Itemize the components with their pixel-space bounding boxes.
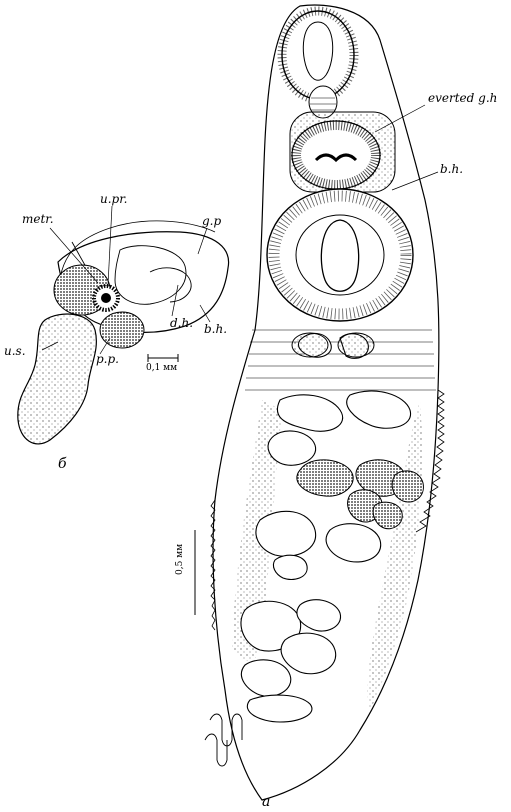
ventral-sucker: [266, 188, 414, 322]
label-us: u.s.: [4, 344, 26, 358]
label-bh-b: b.h.: [204, 322, 228, 336]
panel-label-a: a: [262, 794, 271, 810]
panel-label-b: б: [58, 456, 67, 472]
stippled-gland-right: [99, 311, 145, 349]
label-upr: u.pr.: [100, 192, 128, 206]
excretory-bladder: [204, 713, 243, 767]
pharynx: [308, 85, 338, 119]
tegument-spines: [210, 389, 445, 631]
worm-body: [212, 4, 440, 801]
label-bh-a: b.h.: [440, 162, 464, 176]
scale-label-a: 0,5 мм: [175, 543, 185, 575]
panel-b-drawing: [17, 205, 230, 445]
label-everted-gh: everted g.h: [428, 91, 498, 105]
sucker-lower-lobes: [291, 332, 375, 358]
label-dh: d.h.: [170, 316, 194, 330]
scale-label-b: 0,1 мм: [146, 363, 178, 373]
oral-sucker: [277, 6, 359, 104]
everted-genital-head: [289, 111, 396, 193]
uterus-coils: [240, 332, 411, 723]
label-metr: metr.: [22, 212, 54, 226]
leader-lines-a: [374, 104, 439, 191]
dark-masses: [296, 459, 424, 530]
label-pp: p.p.: [96, 352, 119, 366]
label-gp: g.p: [202, 214, 222, 228]
uterine-sac: [17, 313, 97, 445]
